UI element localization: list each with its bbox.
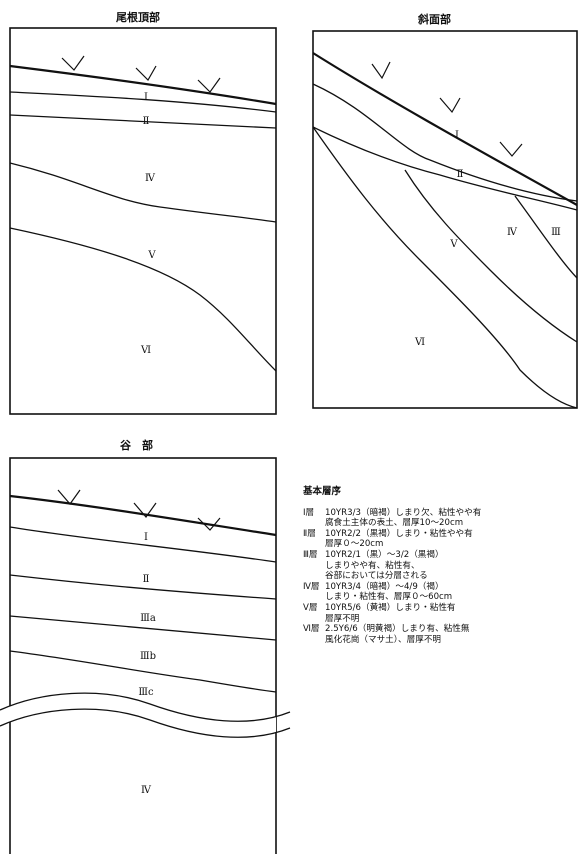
grass-symbol bbox=[499, 141, 523, 157]
ridge-boundary-1-2 bbox=[9, 91, 277, 113]
ridge-panel-frame bbox=[9, 27, 277, 415]
layer-description: 10YR2/2（黒褐）しまり・粘性やや有 bbox=[325, 528, 473, 539]
layer-description: 層厚０～20cm bbox=[325, 539, 384, 550]
slope-layer-label: Ⅰ bbox=[455, 130, 459, 141]
ridge-ground-surface bbox=[9, 64, 277, 106]
valley-panel: Ⅰ Ⅱ Ⅲa Ⅲb Ⅲc Ⅳ bbox=[0, 457, 291, 854]
ridge-layer-label: Ⅴ bbox=[147, 250, 156, 261]
ridge-layer-label: Ⅱ bbox=[143, 116, 150, 127]
slope-layer-label: Ⅲ bbox=[551, 227, 561, 238]
valley-panel-frame bbox=[9, 457, 277, 854]
layer-description: 層厚不明 bbox=[325, 613, 360, 624]
valley-layer-label: Ⅲc bbox=[138, 687, 154, 698]
legend-entry: Ⅵ層 2.5Y6/6（明黄褐）しまり有、粘性無 風化花崗（マサ土）、層厚不明 bbox=[303, 624, 573, 645]
grass-symbol bbox=[197, 517, 221, 531]
ridge-boundary-4-5 bbox=[9, 162, 277, 223]
valley-layer-label: Ⅱ bbox=[143, 574, 150, 585]
layer-code: Ⅰ層 bbox=[303, 507, 315, 518]
slope-boundary-1-2 bbox=[312, 83, 578, 202]
legend-entry: Ⅲ層 10YR2/1（黒）～3/2（黒褐） しまりやや有、粘性有、 谷部において… bbox=[303, 550, 573, 582]
slope-layer-label: Ⅳ bbox=[507, 227, 518, 238]
valley-layer-label: Ⅰ bbox=[144, 532, 148, 543]
layer-code: Ⅲ層 bbox=[303, 549, 318, 560]
layer-description: 腐食土主体の表土、層厚10～20cm bbox=[325, 518, 464, 529]
valley-break-line-upper bbox=[0, 692, 291, 722]
valley-boundary-2-3a bbox=[9, 574, 277, 600]
ridge-layer-label: Ⅰ bbox=[144, 92, 148, 103]
slope-boundary-2-4 bbox=[312, 126, 578, 211]
stratigraphy-legend: 基本層序 Ⅰ層 10YR3/3（暗褐）しまり欠、粘性やや有 腐食土主体の表土、層… bbox=[303, 486, 573, 645]
ridge-layer-label: Ⅵ bbox=[140, 345, 151, 356]
grass-symbol bbox=[197, 77, 221, 93]
layer-description: 10YR2/1（黒）～3/2（黒褐） bbox=[325, 549, 444, 560]
valley-boundary-3a-3b bbox=[9, 615, 277, 641]
ridge-boundary-2-4 bbox=[9, 114, 277, 129]
valley-layer-label: Ⅲa bbox=[140, 613, 156, 624]
legend-title: 基本層序 bbox=[303, 486, 342, 497]
layer-code: Ⅳ層 bbox=[303, 581, 320, 592]
layer-code: Ⅴ層 bbox=[303, 602, 318, 613]
layer-code: Ⅵ層 bbox=[303, 624, 320, 635]
grass-symbol bbox=[439, 97, 461, 114]
slope-ground-surface bbox=[312, 52, 578, 206]
legend-entry: Ⅳ層 10YR3/4（暗褐）～4/9（褐） しまり・粘性有、層厚０～60cm bbox=[303, 582, 573, 603]
legend-entry: Ⅱ層 10YR2/2（黒褐）しまり・粘性やや有 層厚０～20cm bbox=[303, 529, 573, 550]
grass-symbol bbox=[133, 502, 157, 518]
ridge-boundary-5-6 bbox=[9, 227, 277, 372]
grass-symbol bbox=[57, 489, 81, 505]
layer-description: 10YR3/3（暗褐）しまり欠、粘性やや有 bbox=[325, 507, 482, 518]
grass-symbol bbox=[61, 55, 85, 71]
valley-boundary-3b-3c bbox=[9, 650, 277, 693]
grass-symbol bbox=[371, 61, 391, 80]
valley-layer-label: Ⅲb bbox=[140, 651, 156, 662]
grass-symbol bbox=[135, 65, 157, 81]
layer-description: しまりやや有、粘性有、 bbox=[325, 560, 420, 571]
slope-layer-label: Ⅴ bbox=[449, 239, 458, 250]
valley-boundary-1-2 bbox=[9, 526, 277, 563]
legend-entry: Ⅴ層 10YR5/6（黄褐）しまり・粘性有 層厚不明 bbox=[303, 603, 573, 624]
valley-ground-surface bbox=[9, 494, 277, 537]
ridge-panel-title: 尾根頂部 bbox=[116, 11, 160, 24]
legend-entry: Ⅰ層 10YR3/3（暗褐）しまり欠、粘性やや有 腐食土主体の表土、層厚10～2… bbox=[303, 508, 573, 529]
layer-description: 10YR3/4（暗褐）～4/9（褐） bbox=[325, 581, 444, 592]
ridge-layer-label: Ⅳ bbox=[145, 173, 156, 184]
slope-boundary-6-5 bbox=[312, 126, 578, 409]
layer-description: 風化花崗（マサ土）、層厚不明 bbox=[325, 634, 442, 645]
valley-layer-label: Ⅳ bbox=[141, 785, 152, 796]
layer-code: Ⅱ層 bbox=[303, 528, 316, 539]
layer-description: しまり・粘性有、層厚０～60cm bbox=[325, 592, 453, 603]
valley-panel-title: 谷 部 bbox=[120, 439, 153, 452]
slope-boundary-5-4 bbox=[404, 169, 578, 343]
valley-break-line-lower bbox=[0, 708, 291, 738]
slope-panel-title: 斜面部 bbox=[418, 13, 451, 26]
slope-layer-label: Ⅵ bbox=[414, 337, 425, 348]
layer-description: 2.5Y6/6（明黄褐）しまり有、粘性無 bbox=[325, 624, 470, 635]
layer-description: 10YR5/6（黄褐）しまり・粘性有 bbox=[325, 602, 456, 613]
layer-description: 谷部においては分層される bbox=[325, 571, 428, 582]
slope-panel-frame bbox=[312, 30, 578, 409]
slope-panel: Ⅰ Ⅱ Ⅳ Ⅲ Ⅴ Ⅵ bbox=[312, 30, 578, 409]
ridge-panel: Ⅰ Ⅱ Ⅳ Ⅴ Ⅵ bbox=[9, 27, 277, 415]
slope-boundary-4-3 bbox=[514, 195, 578, 279]
slope-layer-label: Ⅱ bbox=[457, 169, 464, 180]
